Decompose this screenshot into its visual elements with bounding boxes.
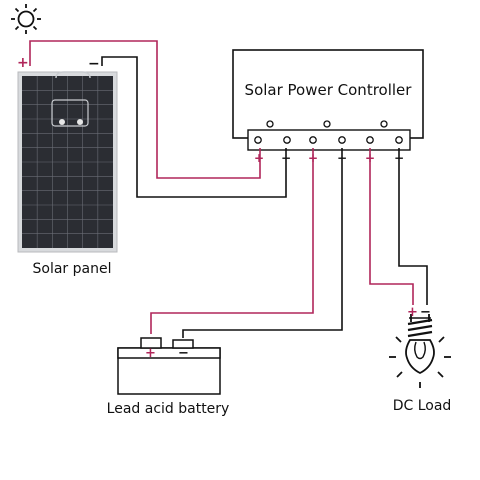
load-positive-sign: + bbox=[407, 305, 418, 320]
load-label: DC Load bbox=[393, 398, 452, 414]
panel-positive-wire bbox=[29, 40, 261, 179]
ctrl-bat-positive-sign: + bbox=[308, 151, 318, 165]
ctrl-load-positive-sign: + bbox=[365, 151, 375, 165]
battery-positive-wire bbox=[150, 148, 314, 334]
battery-icon bbox=[117, 337, 221, 395]
battery-negative-sign: − bbox=[178, 346, 189, 361]
sun-icon bbox=[11, 4, 41, 34]
wires bbox=[29, 40, 428, 338]
panel-positive-sign: + bbox=[17, 55, 29, 71]
panel-negative-wire bbox=[101, 56, 287, 198]
solar-panel-icon bbox=[17, 71, 118, 253]
ctrl-pv-positive-sign: + bbox=[254, 151, 264, 165]
load-negative-sign: − bbox=[420, 305, 431, 320]
ctrl-pv-negative-sign: − bbox=[281, 151, 291, 165]
light-bulb-icon bbox=[389, 314, 451, 388]
battery-positive-sign: + bbox=[145, 346, 156, 361]
battery-negative-wire bbox=[182, 148, 343, 338]
load-negative-wire bbox=[398, 148, 428, 305]
ctrl-bat-negative-sign: − bbox=[337, 151, 347, 165]
ctrl-load-negative-sign: − bbox=[394, 151, 404, 165]
controller-label: Solar Power Controller bbox=[245, 81, 413, 99]
solar-panel-label: Solar panel bbox=[33, 261, 112, 277]
load-positive-wire bbox=[369, 148, 414, 305]
battery-label: Lead acid battery bbox=[107, 401, 230, 417]
solar-controller bbox=[232, 49, 424, 151]
panel-negative-sign: − bbox=[88, 56, 100, 72]
